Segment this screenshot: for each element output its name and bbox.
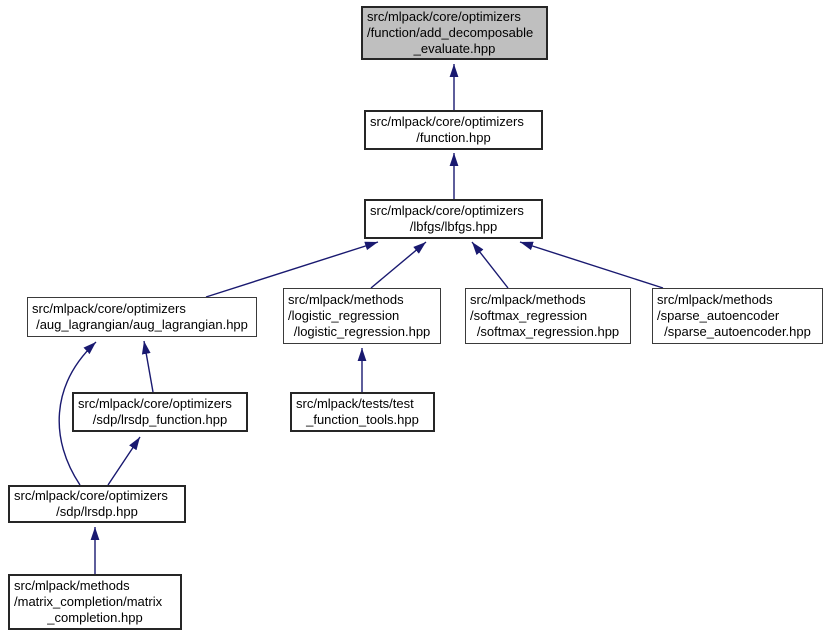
node-matrix-completion[interactable]: src/mlpack/methods /matrix_completion/ma… xyxy=(8,574,182,630)
node-label-line: src/mlpack/core/optimizers xyxy=(14,488,168,503)
node-label-line: src/mlpack/methods xyxy=(14,578,130,593)
node-softmax-regression[interactable]: src/mlpack/methods /softmax_regression /… xyxy=(465,288,631,344)
node-label-line: src/mlpack/core/optimizers xyxy=(78,396,232,411)
node-label-line: src/mlpack/methods xyxy=(470,292,586,307)
node-function-hpp[interactable]: src/mlpack/core/optimizers /function.hpp xyxy=(364,110,543,150)
node-label-line: src/mlpack/core/optimizers xyxy=(370,114,524,129)
node-label-line: src/mlpack/tests/test xyxy=(296,396,414,411)
node-label-line: _completion.hpp xyxy=(47,610,143,625)
node-label-line: _evaluate.hpp xyxy=(413,41,496,56)
node-label-line: /sparse_autoencoder.hpp xyxy=(664,324,811,339)
node-label-line: src/mlpack/core/optimizers xyxy=(370,203,524,218)
node-label-line: src/mlpack/core/optimizers xyxy=(367,9,521,24)
edge-aug-lagrangian-to-lbfgs xyxy=(205,241,379,298)
node-aug-lagrangian[interactable]: src/mlpack/core/optimizers /aug_lagrangi… xyxy=(27,297,257,337)
node-label-line: /sdp/lrsdp_function.hpp xyxy=(92,412,228,427)
node-lbfgs[interactable]: src/mlpack/core/optimizers /lbfgs/lbfgs.… xyxy=(364,199,543,239)
node-label-line: /aug_lagrangian/aug_lagrangian.hpp xyxy=(36,317,248,332)
node-label-line: /lbfgs/lbfgs.hpp xyxy=(409,219,498,234)
node-label-line: /function/add_decomposable xyxy=(367,25,534,40)
node-label-line: src/mlpack/methods xyxy=(288,292,404,307)
node-label-line: src/mlpack/core/optimizers xyxy=(32,301,186,316)
edge-lrsdp-to-aug-lagrangian xyxy=(58,341,97,486)
edge-softmax-regression-to-lbfgs xyxy=(471,241,509,289)
node-label-line: /function.hpp xyxy=(416,130,491,145)
node-label-line: _function_tools.hpp xyxy=(306,412,419,427)
node-label-line: /sdp/lrsdp.hpp xyxy=(56,504,138,519)
node-add-decomposable-evaluate: src/mlpack/core/optimizers /function/add… xyxy=(361,6,548,60)
node-lrsdp-function[interactable]: src/mlpack/core/optimizers /sdp/lrsdp_fu… xyxy=(72,392,248,432)
node-label-line: /matrix_completion/matrix xyxy=(14,594,163,609)
node-test-function-tools[interactable]: src/mlpack/tests/test _function_tools.hp… xyxy=(290,392,435,432)
node-logistic-regression[interactable]: src/mlpack/methods /logistic_regression … xyxy=(283,288,441,344)
edge-lrsdp-function-to-aug-lagrangian xyxy=(141,340,154,393)
node-label-line: src/mlpack/methods xyxy=(657,292,773,307)
node-label-line: /softmax_regression xyxy=(470,308,588,323)
node-label-line: /logistic_regression.hpp xyxy=(293,324,431,339)
edge-lrsdp-to-lrsdp-function xyxy=(107,436,141,486)
node-label-line: /softmax_regression.hpp xyxy=(476,324,620,339)
edge-sparse-autoencoder-to-lbfgs xyxy=(519,241,664,289)
node-sparse-autoencoder[interactable]: src/mlpack/methods /sparse_autoencoder /… xyxy=(652,288,823,344)
node-label-line: /sparse_autoencoder xyxy=(657,308,780,323)
edge-logistic-regression-to-lbfgs xyxy=(370,241,427,289)
node-lrsdp[interactable]: src/mlpack/core/optimizers /sdp/lrsdp.hp… xyxy=(8,485,186,523)
node-label-line: /logistic_regression xyxy=(288,308,400,323)
